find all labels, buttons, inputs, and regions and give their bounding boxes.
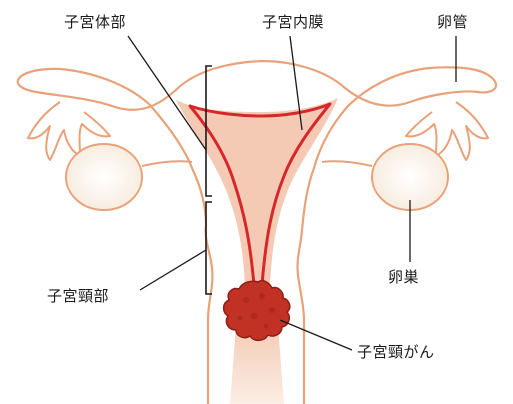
label-fallopian-tube: 卵管 [437, 13, 468, 31]
left-ligament [142, 161, 192, 166]
label-cervical-cancer: 子宮頸がん [357, 343, 435, 361]
leader-cervix [140, 250, 206, 290]
cervical-tumor [224, 281, 290, 341]
leader-uterine-body [128, 36, 206, 150]
label-cervix: 子宮頸部 [47, 287, 109, 305]
right-ligament [322, 161, 372, 166]
label-ovary: 卵巣 [388, 268, 419, 286]
label-uterine-body: 子宮体部 [64, 13, 126, 31]
leader-cervical-cancer [280, 320, 352, 350]
left-ovary [66, 144, 142, 210]
label-endometrium: 子宮内膜 [262, 13, 324, 31]
